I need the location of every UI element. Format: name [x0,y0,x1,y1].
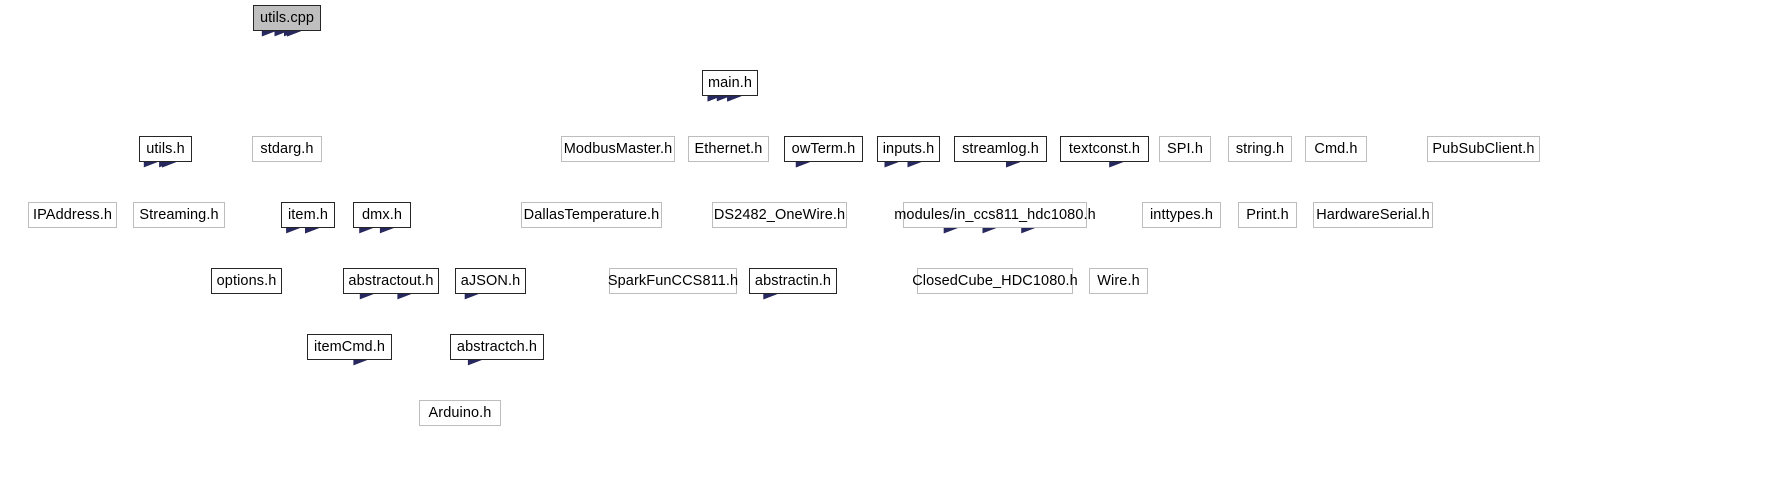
graph-node-Ethernet-h[interactable]: Ethernet.h [688,136,769,162]
graph-node-item-h[interactable]: item.h [281,202,335,228]
graph-node-textconst-h[interactable]: textconst.h [1060,136,1149,162]
graph-node-IPAddress-h[interactable]: IPAddress.h [28,202,117,228]
graph-node-Streaming-h[interactable]: Streaming.h [133,202,225,228]
graph-node-DallasTemperature-h[interactable]: DallasTemperature.h [521,202,662,228]
graph-node-Cmd-h[interactable]: Cmd.h [1305,136,1367,162]
graph-node-stdarg-h[interactable]: stdarg.h [252,136,322,162]
graph-node-ClosedCube-HDC1080-h[interactable]: ClosedCube_HDC1080.h [912,268,1078,294]
graph-node-SPI-h[interactable]: SPI.h [1159,136,1211,162]
graph-node-inputs-h[interactable]: inputs.h [877,136,940,162]
graph-node-DS2482-OneWire-h[interactable]: DS2482_OneWire.h [712,202,847,228]
graph-node-streamlog-h[interactable]: streamlog.h [954,136,1047,162]
graph-node-itemCmd-h[interactable]: itemCmd.h [307,334,392,360]
graph-node-dmx-h[interactable]: dmx.h [353,202,411,228]
graph-node-inttypes-h[interactable]: inttypes.h [1142,202,1221,228]
graph-node-main-h[interactable]: main.h [702,70,758,96]
graph-node-Wire-h[interactable]: Wire.h [1089,268,1148,294]
graph-node-owTerm-h[interactable]: owTerm.h [784,136,863,162]
graph-node-utils-cpp[interactable]: utils.cpp [253,5,321,31]
graph-node-Arduino-h[interactable]: Arduino.h [419,400,501,426]
graph-node-SparkFunCCS811-h[interactable]: SparkFunCCS811.h [608,268,738,294]
graph-node-HardwareSerial-h[interactable]: HardwareSerial.h [1313,202,1433,228]
graph-node-ModbusMaster-h[interactable]: ModbusMaster.h [561,136,675,162]
graph-node-abstractout-h[interactable]: abstractout.h [343,268,439,294]
graph-node-abstractin-h[interactable]: abstractin.h [749,268,837,294]
graph-node-utils-h[interactable]: utils.h [139,136,192,162]
graph-node-modules-in-ccs811[interactable]: modules/in_ccs811_hdc1080.h [894,202,1096,228]
graph-node-PubSubClient-h[interactable]: PubSubClient.h [1427,136,1540,162]
graph-node-abstractch-h[interactable]: abstractch.h [450,334,544,360]
graph-node-Print-h[interactable]: Print.h [1238,202,1297,228]
graph-node-aJSON-h[interactable]: aJSON.h [455,268,526,294]
graph-node-options-h[interactable]: options.h [211,268,282,294]
graph-node-string-h[interactable]: string.h [1228,136,1292,162]
